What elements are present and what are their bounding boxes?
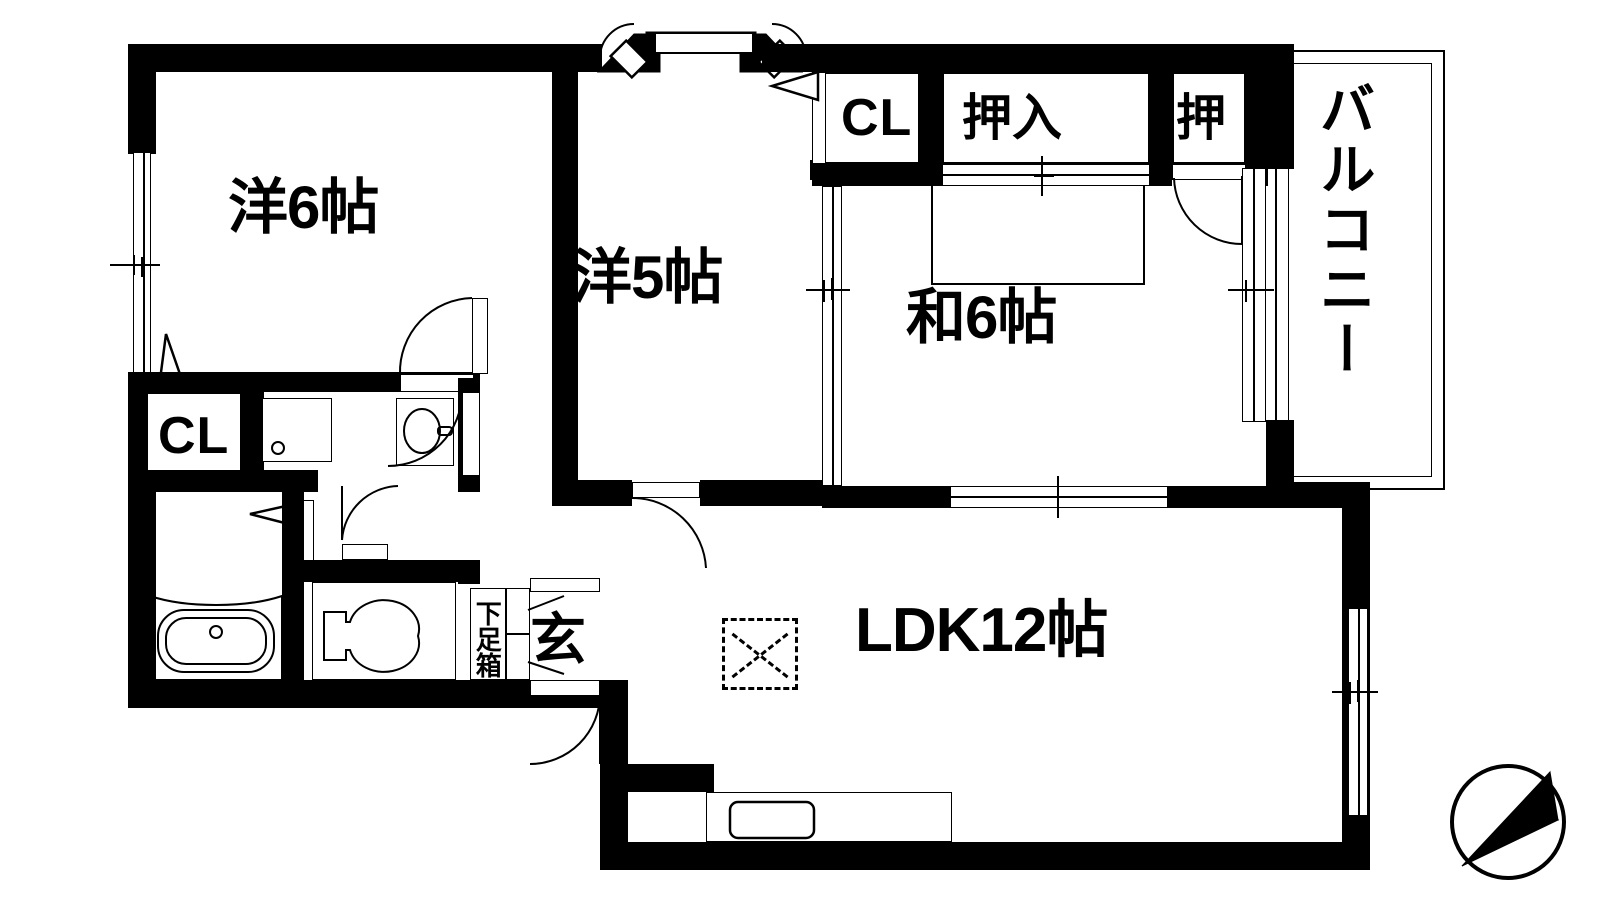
door-swing-yoshitsu5-icon — [631, 496, 707, 569]
wall-hall-right — [458, 560, 480, 584]
shoebox-outline — [470, 588, 506, 680]
wall-washroom-bottom-2 — [146, 470, 242, 492]
exterior-wall-right-upper — [1266, 44, 1294, 169]
wall-yoshitsu6-bottom — [128, 372, 240, 392]
closet-cl-top[interactable] — [824, 72, 920, 164]
wall-triangle-marker — [158, 333, 184, 381]
bay-window-wall-left — [552, 44, 602, 72]
entrance-door-leaf[interactable] — [530, 680, 600, 696]
wall-bath-right — [282, 492, 304, 682]
bay-window-swing-left-icon — [599, 23, 650, 80]
washing-pan-drain-icon — [271, 441, 285, 455]
wall-under-cl-top — [812, 164, 924, 186]
closet-oshi-label: 押 — [1176, 90, 1226, 146]
hall-door-swing-right-icon — [387, 391, 463, 467]
room-label-yoshitsu6: 洋6帖 — [228, 174, 379, 241]
balcony-label: バルコニー — [1312, 80, 1375, 380]
shoebox-label: 下足箱 — [472, 600, 503, 682]
compass-icon — [1450, 764, 1566, 880]
cl-arrow-marker-icon — [767, 70, 820, 102]
kitchen-counter — [706, 792, 952, 842]
room-label-washitsu6: 和6帖 — [906, 284, 1057, 351]
wall-washitsu-bottom-left — [822, 486, 950, 508]
oshiire-sliding-symbol-icon — [1034, 156, 1054, 196]
wall-entry-ldk-step — [628, 764, 714, 792]
wall-washroom-bottom — [242, 470, 318, 492]
kitchen-sink-icon — [728, 800, 816, 840]
exterior-wall-top-right — [782, 44, 1294, 72]
toilet-room-outline — [312, 582, 456, 680]
shoebox-shelf-2 — [506, 634, 530, 680]
sliding-partition-line-1 — [832, 186, 834, 486]
tatami-outline — [931, 186, 1145, 285]
genkan-marker-top-icon — [527, 595, 565, 611]
closet-oshi-swing-icon — [1173, 176, 1243, 245]
wall-oshi-left — [1150, 44, 1172, 186]
balcony-sliding-symbol-icon — [1228, 278, 1274, 302]
entry-wall-vertical — [600, 680, 628, 870]
wall-oshi-right — [1246, 44, 1268, 186]
toilet-icon — [323, 599, 421, 673]
toilet-door-leaf[interactable] — [342, 544, 388, 560]
balcony-inner-rail — [1288, 63, 1432, 477]
wall-washitsu-bottom-right — [1168, 486, 1280, 508]
genkan-step-top — [530, 578, 600, 592]
wall-yoshitsu5-left — [552, 44, 578, 394]
entrance-door-swing-icon — [529, 693, 601, 765]
bay-window-wall-right — [762, 44, 796, 72]
bay-window-glass[interactable] — [654, 32, 754, 54]
exterior-wall-top-left — [128, 44, 558, 72]
room-label-ldk: LDK12帖 — [855, 596, 1108, 665]
wall-yoshitsu5-left-lower — [552, 394, 578, 494]
exterior-wall-left-upper — [128, 44, 156, 154]
wall-yoshitsu5-bottom — [552, 480, 632, 506]
genkan-marker-bottom-icon — [527, 661, 565, 675]
shoebox-label-text: 下足箱 — [472, 600, 503, 678]
wall-hairline-1 — [156, 383, 242, 385]
window-ldk-right-symbol-icon — [1332, 680, 1378, 704]
bathtub-icon — [149, 594, 283, 681]
room-label-yoshitsu5: 洋5帖 — [572, 244, 723, 311]
genkan-label: 玄 — [530, 608, 586, 671]
exterior-wall-bottom-ldk — [600, 842, 1370, 870]
window-symbol-left — [110, 255, 160, 277]
wall-yoshitsu5-bottom-2 — [700, 480, 822, 506]
door-leaf-yoshitsu5[interactable] — [632, 482, 700, 498]
closet-oshiire[interactable] — [942, 72, 1150, 164]
toilet-door-swing-icon — [341, 485, 399, 541]
wall-toilet-top — [304, 560, 480, 582]
sliding-partition-symbol-left-icon — [806, 278, 850, 302]
window-ldk-right-line — [1358, 608, 1360, 816]
wall-cl-left-right — [242, 378, 264, 492]
closet-oshi[interactable] — [1172, 72, 1246, 164]
sliding-door-washitsu-ldk-symbol-icon — [1048, 476, 1074, 518]
shoebox-shelf-1 — [506, 588, 530, 634]
wall-oshiire-left — [920, 44, 942, 186]
closet-cl-top-label: CL — [841, 89, 913, 147]
pipe-shaft-x-marker — [722, 618, 798, 690]
closet-oshiire-label: 押入 — [962, 90, 1062, 146]
hall-door-leaf-right[interactable] — [462, 392, 480, 476]
door-leaf-yoshitsu6[interactable] — [472, 298, 488, 374]
closet-cl-left-label: CL — [158, 407, 230, 465]
door-swing-yoshitsu6-icon — [398, 297, 473, 375]
